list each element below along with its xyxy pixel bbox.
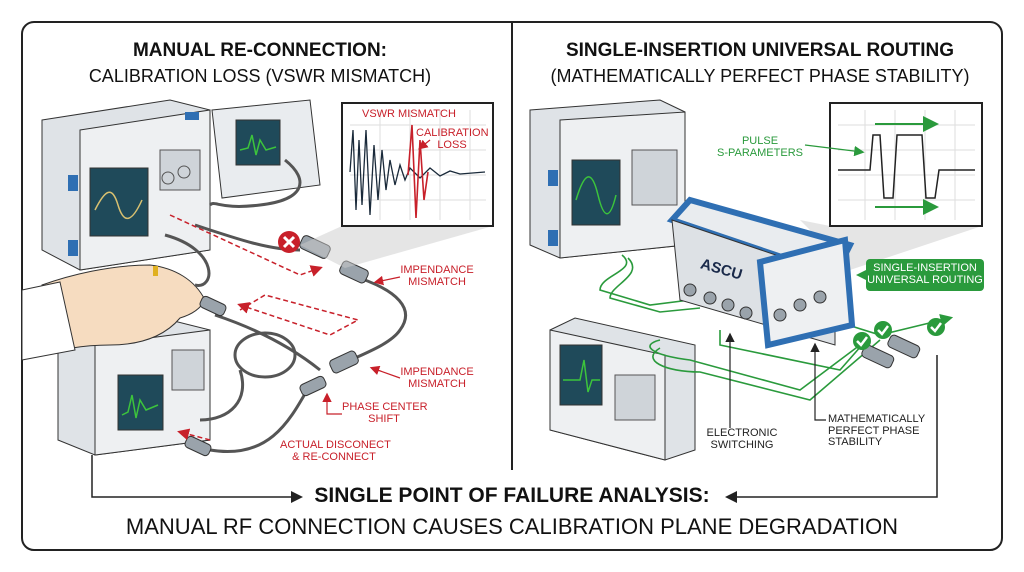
calibration-loss-line1: CALIBRATION — [416, 127, 489, 139]
green-signal-paths — [599, 254, 954, 401]
hand — [21, 264, 206, 361]
instrument-top-back — [211, 99, 321, 199]
pulse-line1: PULSE — [741, 135, 779, 147]
impedance-2-line1: IMPENDANCE — [400, 366, 474, 378]
badge-box — [856, 259, 984, 291]
impedance-1-line1: IMPENDANCE — [400, 264, 474, 276]
actual-disconnect-label: ACTUAL DISCONECT & RE-CONNECT — [280, 439, 391, 463]
phase-line2: SHIFT — [368, 412, 400, 425]
calibration-loss-line2: LOSS — [437, 138, 467, 151]
instrument-bottom — [57, 319, 211, 456]
vswr-inset-chart — [341, 102, 494, 227]
x-error-icon — [278, 231, 300, 253]
pulse-inset-chart — [829, 102, 983, 227]
impedance-1-line2: MISMATCH — [408, 275, 466, 288]
inset-callout-shadow — [300, 226, 493, 268]
instrument-right-bottom — [549, 317, 696, 461]
ascu-device — [666, 196, 856, 349]
right-panel-subtitle: (MATHEMATICALLY PERFECT PHASE STABILITY) — [550, 66, 970, 86]
left-panel-title: MANUAL RE-CONNECTION: — [132, 40, 388, 61]
impedance-2-line2: MISMATCH — [408, 377, 466, 390]
single-insertion-badge: SINGLE-INSERTION UNIVERSAL ROUTING — [866, 262, 984, 286]
footer-arrows — [91, 355, 938, 503]
badge-line1: SINGLE-INSERTION — [873, 262, 977, 274]
loose-connectors-right — [861, 334, 921, 369]
left-panel-subtitle: CALIBRATION LOSS (VSWR MISMATCH) — [88, 66, 432, 86]
math-line3: STABILITY — [828, 436, 883, 449]
phase-line1: PHASE CENTER — [342, 401, 428, 413]
phase-center-shift-label: PHASE CENTER SHIFT — [342, 401, 428, 425]
calibration-loss-label: CALIBRATION LOSS — [416, 127, 489, 151]
actual-line2: & RE-CONNECT — [292, 450, 376, 463]
check-icons — [853, 318, 945, 350]
math-line2: PERFECT PHASE — [828, 424, 920, 437]
math-line1: MATHEMATICALLY — [828, 413, 926, 425]
vswr-mismatch-label: VSWR MISMATCH — [362, 108, 456, 120]
footer-title: SINGLE POINT OF FAILURE ANALYSIS: — [314, 484, 710, 507]
red-callout-arrows — [322, 139, 431, 415]
pulse-s-parameters-label: PULSE S-PARAMETERS — [716, 135, 804, 159]
black-callout-lines — [725, 332, 826, 428]
impedance-mismatch-label-2: IMPENDANCE MISMATCH — [400, 366, 474, 390]
switch-line1: ELECTRONIC — [706, 427, 778, 439]
instrument-right-top — [529, 99, 686, 259]
right-panel-title: SINGLE-INSERTION UNIVERSAL ROUTING — [565, 40, 955, 61]
pulse-arrow — [804, 144, 865, 157]
actual-line1: ACTUAL DISCONECT — [280, 439, 391, 451]
pulse-line2: S-PARAMETERS — [717, 146, 803, 159]
impedance-mismatch-label-1: IMPENDANCE MISMATCH — [400, 264, 474, 288]
badge-line2: UNIVERSAL ROUTING — [867, 273, 983, 286]
phase-stability-label: MATHEMATICALLY PERFECT PHASE STABILITY — [828, 413, 926, 449]
cables-left — [164, 158, 407, 453]
footer-subtitle: MANUAL RF CONNECTION CAUSES CALIBRATION … — [125, 514, 899, 539]
electronic-switching-label: ELECTRONIC SWITCHING — [706, 427, 778, 451]
instrument-top-front — [41, 99, 211, 271]
dashed-fault-paths — [169, 214, 361, 441]
switch-line2: SWITCHING — [710, 438, 774, 451]
